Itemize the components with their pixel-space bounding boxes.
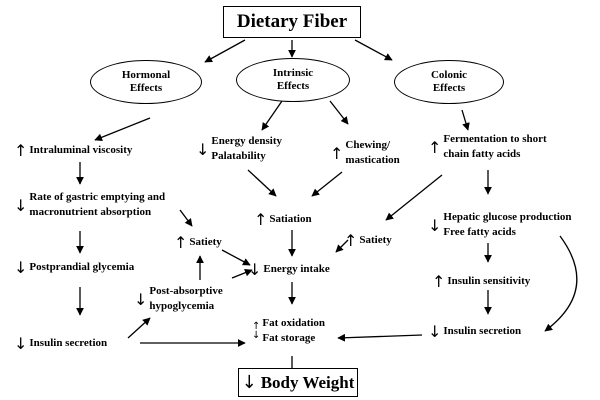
node-energy-intake: ↓ Energy intake [248, 260, 330, 279]
node-insulin-secretion-right: ↓ Insulin secretion [428, 322, 522, 341]
up-arrow-icon: ↑ [330, 143, 344, 163]
down-arrow-icon: ↓ [241, 372, 257, 393]
node-satiety-left-label: Satiety [189, 236, 222, 248]
node-energy-intake-label: Energy intake [263, 263, 330, 275]
arrow-insulin-postabs [127, 317, 151, 339]
node-gastric-emptying-label: Rate of gastric emptying and macronutrie… [29, 191, 166, 218]
down-arrow-icon: ↓ [252, 330, 261, 341]
category-hormonal-label: Hormonal Effects [121, 69, 171, 94]
down-arrow-icon: ↓ [14, 258, 28, 277]
down-arrow-icon: ↓ [196, 139, 210, 159]
node-insulin-secretion-left: ↓ Insulin secretion [14, 334, 108, 353]
node-chewing: ↑ Chewing/ mastication [330, 138, 400, 168]
node-gastric-emptying: ↓ Rate of gastric emptying and macronutr… [14, 190, 165, 220]
arrow-hormonal-viscosity [94, 117, 151, 142]
node-postprandial-glycemia: ↓ Postprandial glycemia [14, 258, 135, 277]
arrow-chewing-satiation [311, 171, 343, 197]
up-arrow-icon: ↑ [428, 137, 442, 157]
down-arrow-icon: ↓ [428, 322, 442, 341]
node-fermentation: ↑ Fermentation to short chain fatty acid… [428, 132, 547, 162]
title-box: Dietary Fiber [223, 6, 361, 38]
arrow-density-satiation [247, 169, 277, 197]
category-colonic-label: Colonic Effects [430, 69, 468, 94]
arrow-intrinsic-chewing [329, 100, 349, 125]
up-arrow-icon: ↑ [254, 210, 268, 229]
node-energy-density-label: Energy density Palatability [211, 135, 282, 162]
node-post-absorptive: ↓ Post-absorptive hypoglycemia [134, 284, 223, 314]
node-insulin-sensitivity-label: Insulin sensitivity [447, 275, 531, 287]
down-arrow-icon: ↓ [248, 260, 262, 279]
arrow-satiety-right-energy [335, 239, 349, 253]
up-arrow-icon: ↑ [14, 141, 28, 160]
node-hepatic-glucose: ↓ Hepatic glucose production Free fatty … [428, 210, 572, 240]
node-fat-oxidation: ↑ ↓ Fat oxidation Fat storage [252, 316, 325, 346]
up-arrow-icon: ↑ [344, 231, 358, 250]
category-intrinsic-label: Intrinsic Effects [272, 67, 314, 92]
node-intraluminal-viscosity: ↑ Intraluminal viscosity [14, 141, 133, 160]
down-arrow-icon: ↓ [428, 215, 442, 235]
node-insulin-secretion-left-label: Insulin secretion [29, 337, 108, 349]
arrow-gastric-satiety [179, 209, 193, 227]
arrow-postabs-energy [231, 268, 253, 279]
node-post-absorptive-label: Post-absorptive hypoglycemia [149, 285, 223, 312]
arrow-title-hormonal [204, 39, 246, 63]
arrow-title-colonic [354, 39, 393, 61]
up-down-arrow-icon: ↑ ↓ [252, 321, 261, 341]
node-satiety-left: ↑ Satiety [174, 233, 222, 252]
title-text: Dietary Fiber [236, 11, 348, 32]
node-energy-density: ↓ Energy density Palatability [196, 134, 282, 164]
node-intraluminal-viscosity-label: Intraluminal viscosity [29, 144, 133, 156]
arrow-colonic-fermentation [461, 109, 470, 131]
arrow-fermentation-satiety [385, 174, 443, 221]
outcome-text: Body Weight [260, 372, 355, 392]
up-arrow-icon: ↑ [252, 321, 261, 332]
category-hormonal: Hormonal Effects [90, 60, 202, 104]
node-postprandial-glycemia-label: Postprandial glycemia [29, 261, 135, 273]
arrow-satiety-energy [221, 249, 251, 266]
node-insulin-secretion-right-label: Insulin secretion [443, 325, 522, 337]
node-chewing-label: Chewing/ mastication [345, 139, 400, 166]
node-insulin-sensitivity: ↑ Insulin sensitivity [432, 272, 531, 291]
outcome-box: ↓ Body Weight [238, 368, 358, 397]
node-satiety-right-label: Satiety [359, 234, 392, 246]
node-hepatic-glucose-label: Hepatic glucose production Free fatty ac… [443, 211, 572, 238]
down-arrow-icon: ↓ [14, 195, 28, 215]
up-arrow-icon: ↑ [432, 272, 446, 291]
node-fat-oxidation-label: Fat oxidation Fat storage [262, 317, 326, 344]
node-satiation: ↑ Satiation [254, 210, 312, 229]
arrow-hepatic-curve-insulin [544, 235, 578, 332]
category-colonic: Colonic Effects [394, 60, 504, 104]
node-satiation-label: Satiation [269, 213, 312, 225]
down-arrow-icon: ↓ [14, 334, 28, 353]
arrow-intrinsic-energy-density [261, 100, 283, 131]
category-intrinsic: Intrinsic Effects [236, 58, 350, 102]
node-fermentation-label: Fermentation to short chain fatty acids [443, 133, 547, 160]
node-satiety-right: ↑ Satiety [344, 231, 392, 250]
down-arrow-icon: ↓ [134, 289, 148, 309]
up-arrow-icon: ↑ [174, 233, 188, 252]
arrow-insulin-right-fat [337, 333, 423, 342]
